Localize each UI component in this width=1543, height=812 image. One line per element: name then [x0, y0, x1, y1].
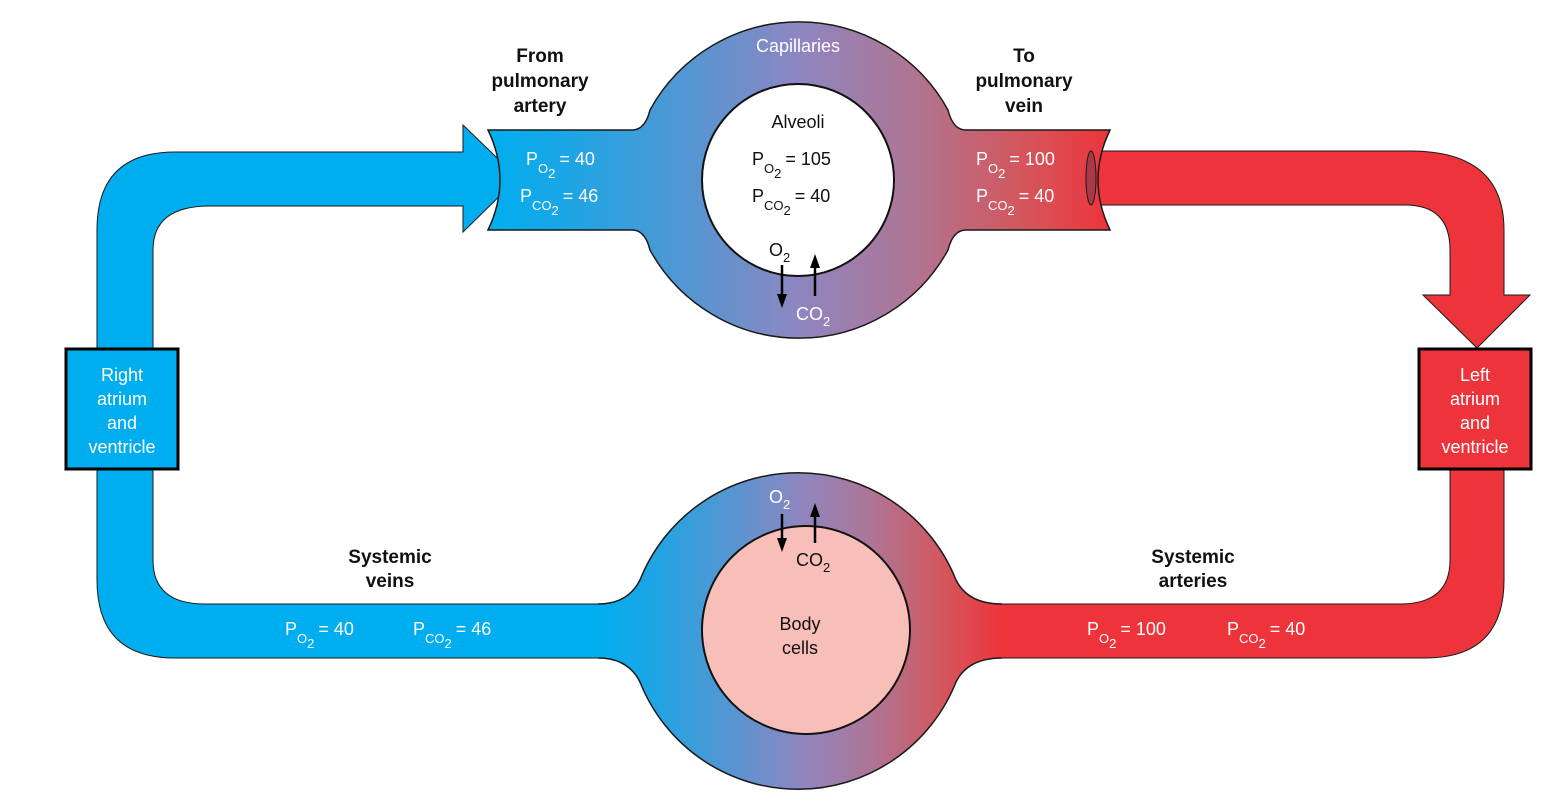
right-heart-label: Right atrium and ventricle: [88, 365, 155, 457]
svg-text:and: and: [107, 413, 137, 433]
svg-text:arteries: arteries: [1159, 571, 1228, 592]
to-pulmonary-vein-label: To pulmonary vein: [975, 46, 1073, 117]
svg-text:pulmonary: pulmonary: [491, 71, 589, 92]
svg-text:From: From: [516, 46, 564, 67]
svg-text:O2: O2: [769, 240, 790, 265]
svg-text:Left: Left: [1460, 365, 1490, 385]
vein-tube-opening: [1085, 150, 1097, 206]
alveoli-pco2: PCO2= 40: [752, 186, 830, 218]
left-heart-label: Left atrium and ventricle: [1441, 365, 1508, 457]
pulmonary-vein-pco2: PCO2= 40: [976, 186, 1054, 218]
svg-text:PO2= 100: PO2= 100: [1087, 619, 1166, 651]
svg-text:vein: vein: [1005, 96, 1043, 117]
systemic-veins-label: Systemic veins: [348, 547, 432, 592]
systemic-arteries-po2: PO2= 100: [1087, 619, 1166, 651]
svg-text:PCO2= 46: PCO2= 46: [413, 619, 491, 651]
svg-text:CO2: CO2: [796, 304, 830, 329]
body-cells-circle: [701, 525, 911, 735]
alveoli-circle: [701, 83, 895, 277]
from-pulmonary-artery-label: From pulmonary artery: [491, 46, 589, 117]
body-co2-label: CO2: [796, 550, 830, 575]
alveoli-o2-label: O2: [769, 240, 790, 265]
svg-text:CO2: CO2: [796, 550, 830, 575]
body-o2-down-arrow: [777, 514, 787, 552]
pulmonary-artery-pipe: [96, 123, 519, 350]
alveoli-o2-down-arrow: [777, 265, 787, 308]
svg-text:To: To: [1013, 46, 1035, 67]
pulmonary-artery-po2: PO2= 40: [526, 149, 595, 181]
svg-text:PCO2= 40: PCO2= 40: [1227, 619, 1305, 651]
alveoli-label: Alveoli: [771, 112, 824, 132]
pulmonary-artery-pco2: PCO2= 46: [520, 186, 598, 218]
svg-text:Body: Body: [779, 614, 820, 634]
pulmonary-vein-po2: PO2= 100: [976, 149, 1055, 181]
capillaries-label: Capillaries: [756, 36, 840, 56]
svg-text:Systemic: Systemic: [348, 547, 432, 568]
svg-text:veins: veins: [366, 571, 415, 592]
systemic-arteries-label: Systemic arteries: [1151, 547, 1235, 592]
systemic-veins-pco2: PCO2= 46: [413, 619, 491, 651]
alveoli-co2-up-arrow: [810, 254, 820, 296]
svg-text:atrium: atrium: [1450, 389, 1500, 409]
systemic-capillary-outline: [597, 471, 1003, 791]
systemic-arteries-pco2: PCO2= 40: [1227, 619, 1305, 651]
systemic-veins-po2: PO2= 40: [285, 619, 354, 651]
alveoli-po2: PO2= 105: [752, 149, 831, 181]
svg-text:cells: cells: [782, 638, 818, 658]
svg-text:PO2= 100: PO2= 100: [976, 149, 1055, 181]
pulmonary-vein-tube: [1091, 150, 1532, 349]
svg-text:Systemic: Systemic: [1151, 547, 1235, 568]
systemic-artery-pipe: [999, 468, 1505, 659]
svg-text:PO2= 40: PO2= 40: [285, 619, 354, 651]
svg-text:Right: Right: [101, 365, 143, 385]
svg-text:PO2= 40: PO2= 40: [526, 149, 595, 181]
svg-text:ventricle: ventricle: [1441, 437, 1508, 457]
svg-text:pulmonary: pulmonary: [975, 71, 1073, 92]
body-o2-label: O2: [769, 487, 790, 512]
left-heart-box: [1417, 347, 1533, 471]
body-co2-up-arrow: [810, 503, 820, 543]
svg-text:PO2= 105: PO2= 105: [752, 149, 831, 181]
svg-text:and: and: [1460, 413, 1490, 433]
body-cells-label: Body cells: [779, 614, 820, 658]
svg-text:O2: O2: [769, 487, 790, 512]
svg-text:PCO2= 46: PCO2= 46: [520, 186, 598, 218]
svg-text:PCO2= 40: PCO2= 40: [976, 186, 1054, 218]
svg-text:ventricle: ventricle: [88, 437, 155, 457]
svg-text:artery: artery: [514, 96, 567, 117]
svg-text:atrium: atrium: [97, 389, 147, 409]
alveoli-co2-label: CO2: [796, 304, 830, 329]
right-heart-box: [64, 347, 180, 471]
svg-text:PCO2= 40: PCO2= 40: [752, 186, 830, 218]
